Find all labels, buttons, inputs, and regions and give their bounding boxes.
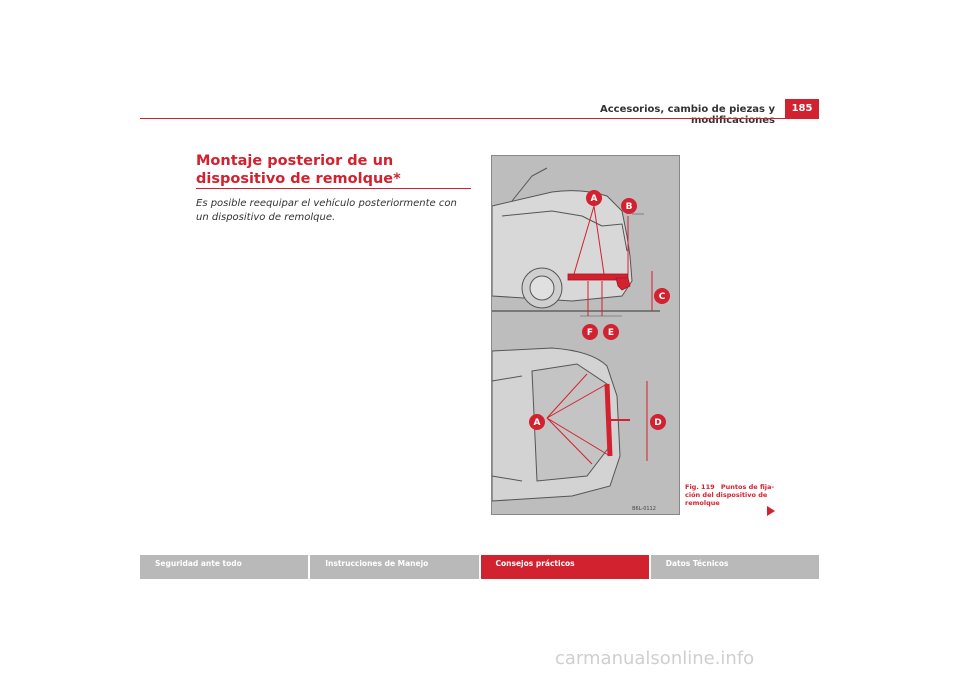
towbar-figure: A B C F E A D B6L-0112 xyxy=(491,155,680,515)
next-page-arrow-icon[interactable] xyxy=(767,506,775,516)
page-number: 185 xyxy=(785,99,819,118)
figure-illustration: A B C F E A D B6L-0112 xyxy=(492,167,670,512)
caption-text: Puntos de fija-ción del dispositivo de r… xyxy=(685,483,775,507)
tab-seguridad[interactable]: Seguridad ante todo xyxy=(140,555,309,579)
section-title: Montaje posterior de un dispositivo de r… xyxy=(196,153,401,187)
footer-navigation: Seguridad ante todo Instrucciones de Man… xyxy=(140,555,819,579)
label-a-bottom: A xyxy=(534,418,541,428)
label-f: F xyxy=(587,328,593,338)
label-c: C xyxy=(659,292,666,302)
car-side-view xyxy=(492,167,660,312)
car-top-view xyxy=(492,347,621,502)
label-e: E xyxy=(608,328,614,338)
label-a-top: A xyxy=(591,194,598,204)
intro-text: Es posible reequipar el vehículo posteri… xyxy=(196,198,457,223)
running-header: Accesorios, cambio de piezas y modificac… xyxy=(599,104,775,126)
figure-code: B6L-0112 xyxy=(632,506,656,512)
tab-instrucciones[interactable]: Instrucciones de Manejo xyxy=(310,555,479,579)
label-d: D xyxy=(654,418,661,428)
label-b: B xyxy=(626,202,633,212)
watermark: carmanualsonline.info xyxy=(555,648,755,669)
header-rule xyxy=(140,118,819,119)
towbar-side-parts xyxy=(567,273,631,291)
tab-consejos[interactable]: Consejos prácticos xyxy=(480,555,649,579)
caption-number: Fig. 119 xyxy=(685,483,715,491)
leader-lines xyxy=(573,205,653,316)
figure-caption: Fig. 119 Puntos de fija-ción del disposi… xyxy=(685,483,775,507)
tab-datos[interactable]: Datos Técnicos xyxy=(650,555,819,579)
towbar-top-parts xyxy=(604,383,630,457)
section-rule xyxy=(196,188,471,189)
figure-labels: A B C F E A D xyxy=(529,190,670,430)
